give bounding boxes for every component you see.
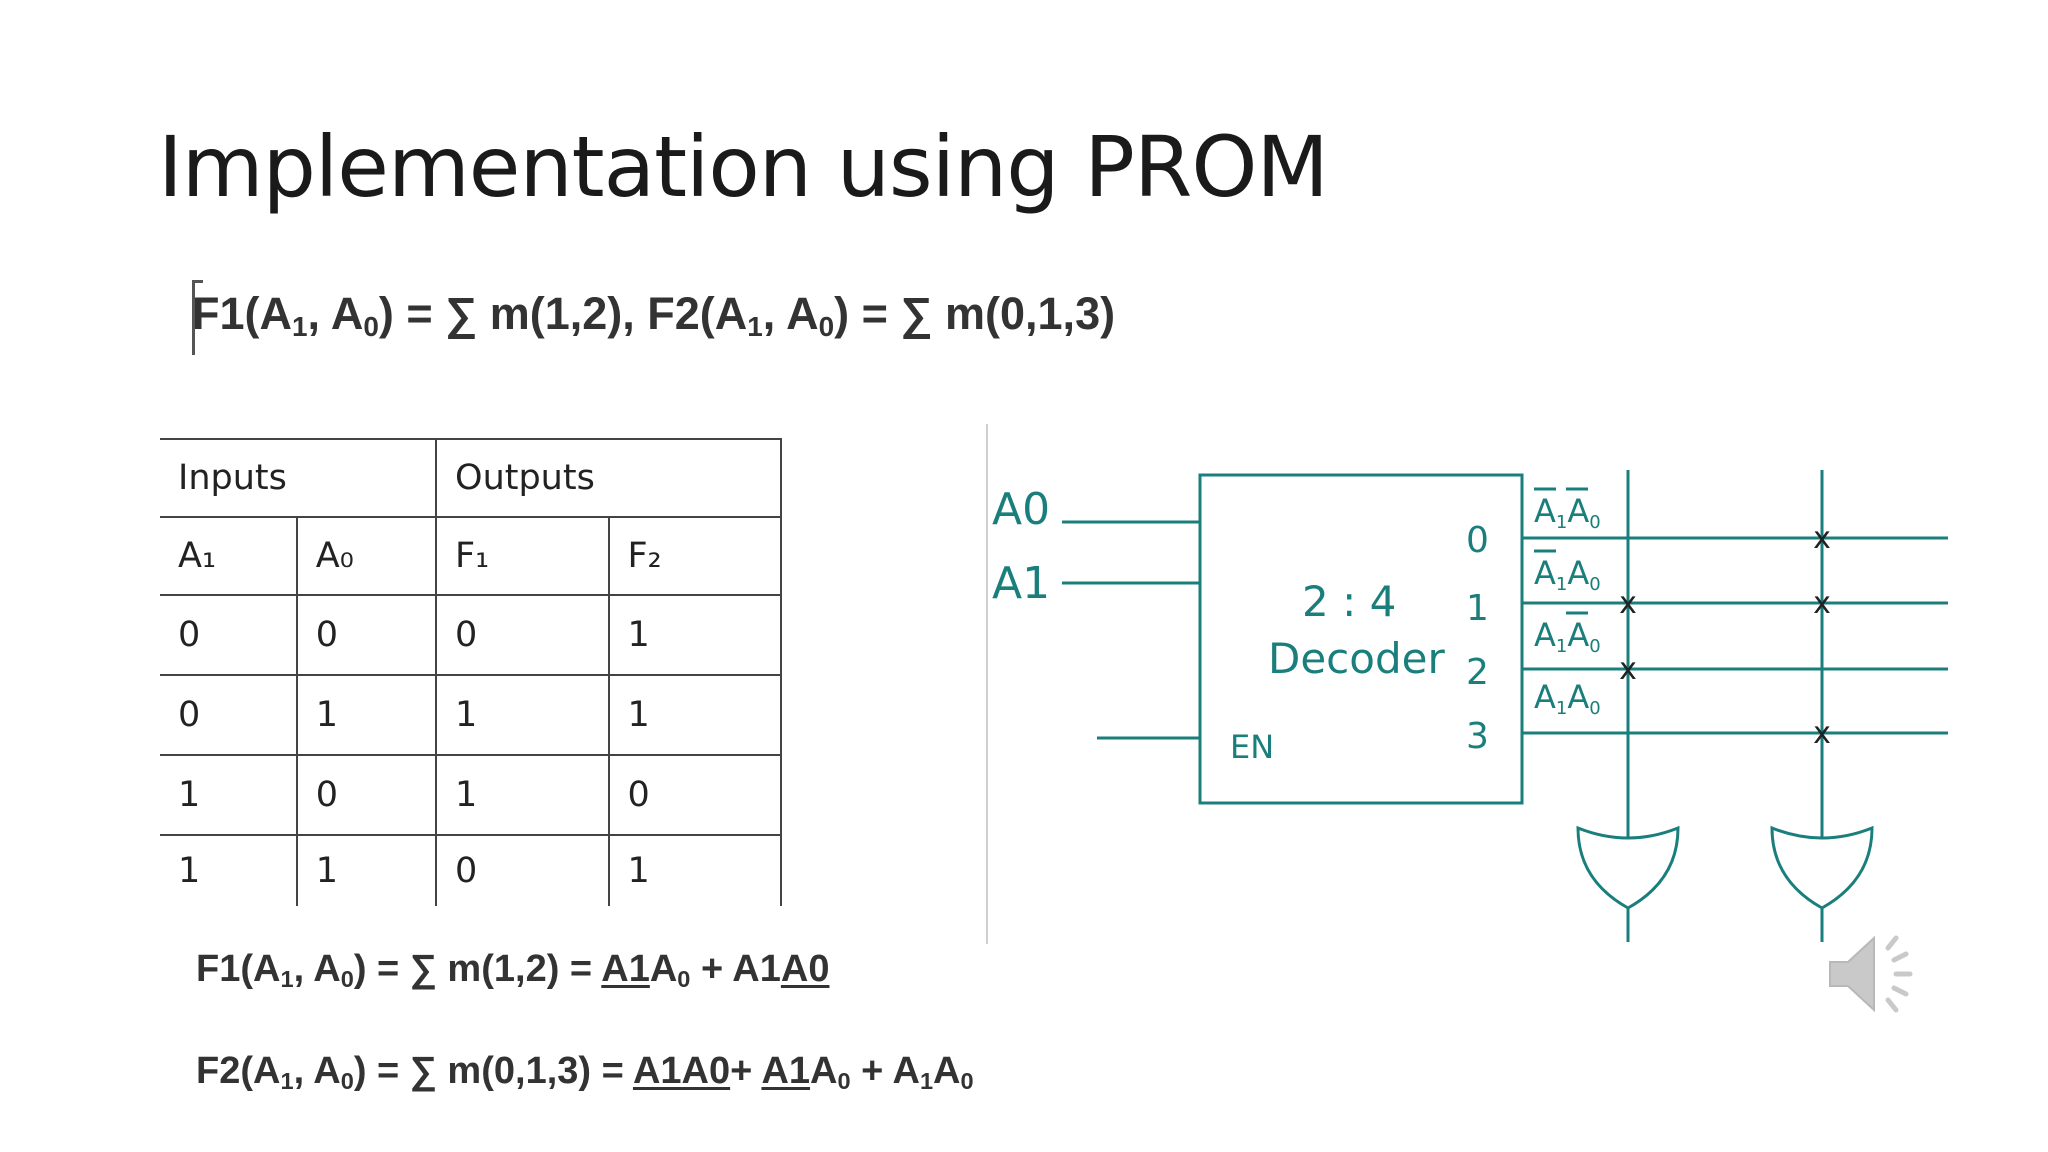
svg-text:A1A0: A1A0 [1534, 554, 1601, 595]
outputs-header: Outputs [435, 438, 782, 517]
table-cell: 0 [160, 594, 297, 675]
table-cell: 0 [607, 754, 782, 835]
svg-text:A1A0: A1A0 [1534, 678, 1601, 719]
inputs-header: Inputs [160, 438, 437, 517]
column-header: F₂ [607, 516, 782, 595]
input-label-a0: A0 [992, 484, 1050, 535]
input-label-a1: A1 [992, 558, 1050, 609]
table-cell: 0 [435, 594, 609, 675]
or-gate-f1 [1576, 825, 1680, 910]
minterm-label-1: A1A0 [1534, 549, 1601, 595]
fuse-mark: x [1813, 586, 1831, 621]
table-cell: 1 [607, 674, 782, 755]
or-gate-f2 [1770, 825, 1874, 910]
table-cell: 1 [295, 834, 437, 906]
table-group-header-row: Inputs Outputs [160, 438, 782, 517]
table-cell: 1 [295, 674, 437, 755]
slide-title: Implementation using PROM [158, 118, 1329, 216]
table-cell: 0 [295, 594, 437, 675]
table-cell: 1 [160, 754, 297, 835]
decoder-label-name: Decoder [1268, 634, 1445, 683]
minterm-label-0: A1A0 [1534, 487, 1601, 533]
column-header: F₁ [435, 516, 609, 595]
output-index-1: 1 [1466, 588, 1489, 629]
fuse-mark: x [1619, 586, 1637, 621]
table-cell: 0 [295, 754, 437, 835]
table-column-header-row: A₁ A₀ F₁ F₂ [160, 516, 782, 595]
minterm-label-2: A1A0 [1534, 611, 1601, 657]
output-index-3: 3 [1466, 716, 1489, 757]
function-definition-formula: F1(A1, A0) = ∑ m(1,2), F2(A1, A0) = ∑ m(… [192, 288, 1116, 342]
svg-text:A1A0: A1A0 [1534, 616, 1601, 657]
fuse-mark: x [1813, 716, 1831, 751]
divider-line [986, 424, 988, 944]
fuse-mark: x [1619, 652, 1637, 687]
column-header: A₀ [295, 516, 437, 595]
svg-text:A1A0: A1A0 [1534, 492, 1601, 533]
table-cell: 1 [607, 594, 782, 675]
column-header: A₁ [160, 516, 297, 595]
f2-expression: F2(A1, A0) = ∑ m(0,1,3) = A1A0+ A1A0 + A… [196, 1050, 974, 1094]
table-row: 1 1 0 1 [160, 834, 782, 906]
speaker-icon[interactable] [1826, 924, 1936, 1024]
table-cell: 1 [607, 834, 782, 906]
decoder-label-ratio: 2 : 4 [1302, 577, 1396, 626]
table-cell: 1 [160, 834, 297, 906]
minterm-label-3: A1A0 [1534, 678, 1601, 719]
table-cell: 1 [435, 754, 609, 835]
table-row: 0 0 0 1 [160, 594, 782, 675]
enable-label: EN [1230, 728, 1274, 766]
table-cell: 0 [435, 834, 609, 906]
output-index-2: 2 [1466, 652, 1489, 693]
table-row: 1 0 1 0 [160, 754, 782, 835]
decoder-box [1198, 473, 1524, 805]
truth-table: Inputs Outputs A₁ A₀ F₁ F₂ 0 0 0 1 0 1 1… [160, 438, 782, 906]
output-index-0: 0 [1466, 520, 1489, 561]
fuse-mark: x [1813, 521, 1831, 556]
text-cursor-bracket [192, 280, 203, 355]
f1-expression: F1(A1, A0) = ∑ m(1,2) = A1A0 + A1A0 [196, 948, 830, 992]
table-row: 0 1 1 1 [160, 674, 782, 755]
table-cell: 0 [160, 674, 297, 755]
table-cell: 1 [435, 674, 609, 755]
